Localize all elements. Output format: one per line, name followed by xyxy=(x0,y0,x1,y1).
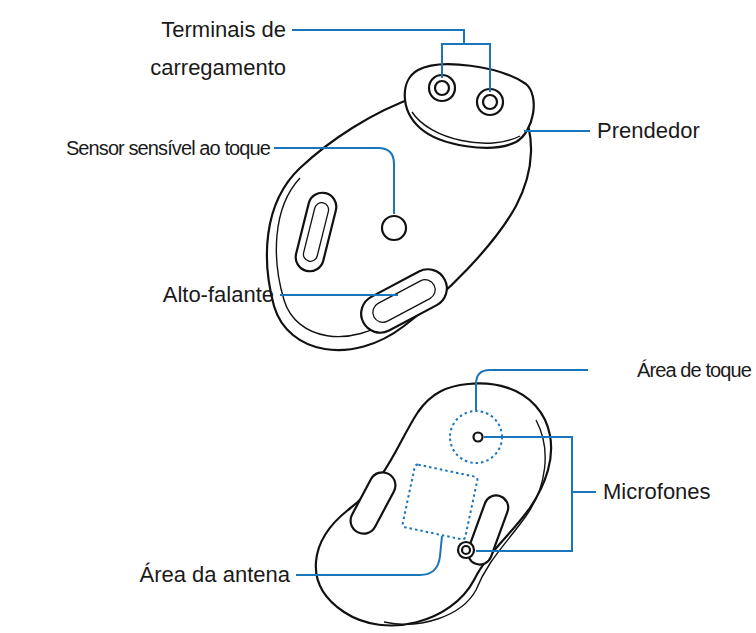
leader-bracket xyxy=(476,437,572,551)
leader-line xyxy=(280,294,398,296)
microphone xyxy=(458,542,474,558)
charging-terminal xyxy=(477,89,503,115)
antenna-area-label: Área da antena xyxy=(50,556,290,594)
charging-terminal xyxy=(429,75,455,101)
side-vent xyxy=(302,201,330,263)
microphone xyxy=(462,546,470,554)
earbud-edge xyxy=(384,420,545,624)
earbud-outer xyxy=(316,383,551,625)
microphone xyxy=(474,433,483,442)
touch-area-label: Área de toque xyxy=(591,351,751,389)
clip-rim xyxy=(412,112,520,143)
leader-bracket xyxy=(442,44,490,92)
clip-label: Prendedor xyxy=(597,112,747,150)
speaker-grill xyxy=(369,276,438,326)
clip xyxy=(405,64,534,147)
speaker-label: Alto-falante xyxy=(74,276,274,314)
antenna-area-outline xyxy=(402,464,478,540)
microphones-label: Microfones xyxy=(603,473,753,511)
leader-line xyxy=(296,536,442,575)
charging-terminals-label: Terminais de carregamento xyxy=(126,11,286,87)
charging-terminal xyxy=(435,81,449,95)
leader-line xyxy=(476,370,588,410)
touch-sensor xyxy=(382,216,406,240)
side-vent xyxy=(293,190,340,274)
leader-line xyxy=(292,30,464,44)
leader-line xyxy=(524,130,590,132)
charging-terminal xyxy=(483,95,497,109)
leader-line xyxy=(572,491,596,493)
touch-sensor-label: Sensor sensível ao toque xyxy=(4,129,270,167)
side-vent xyxy=(346,468,400,538)
leader-line xyxy=(274,148,394,214)
speaker xyxy=(354,263,453,340)
